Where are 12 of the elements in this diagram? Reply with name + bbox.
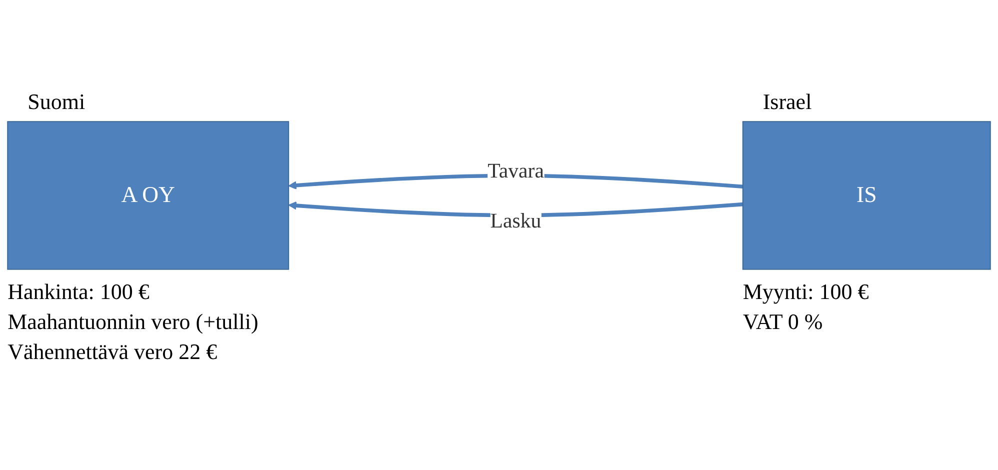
node-box: A OY xyxy=(7,120,290,270)
edge-label: Tavara xyxy=(488,158,544,182)
country-label: Suomi xyxy=(28,88,86,116)
edge-label: Lasku xyxy=(490,208,542,232)
arrow xyxy=(288,200,743,217)
node-box: IS xyxy=(742,120,991,270)
note-text: Hankinta: 100 € xyxy=(8,278,150,306)
note-text: VAT 0 % xyxy=(742,308,824,336)
note-text: Maahantuonnin vero (+tulli) xyxy=(8,308,258,336)
note-text: Vähennettävä vero 22 € xyxy=(8,338,218,366)
country-label: Israel xyxy=(762,88,812,116)
note-text: Myynti: 100 € xyxy=(742,278,869,306)
